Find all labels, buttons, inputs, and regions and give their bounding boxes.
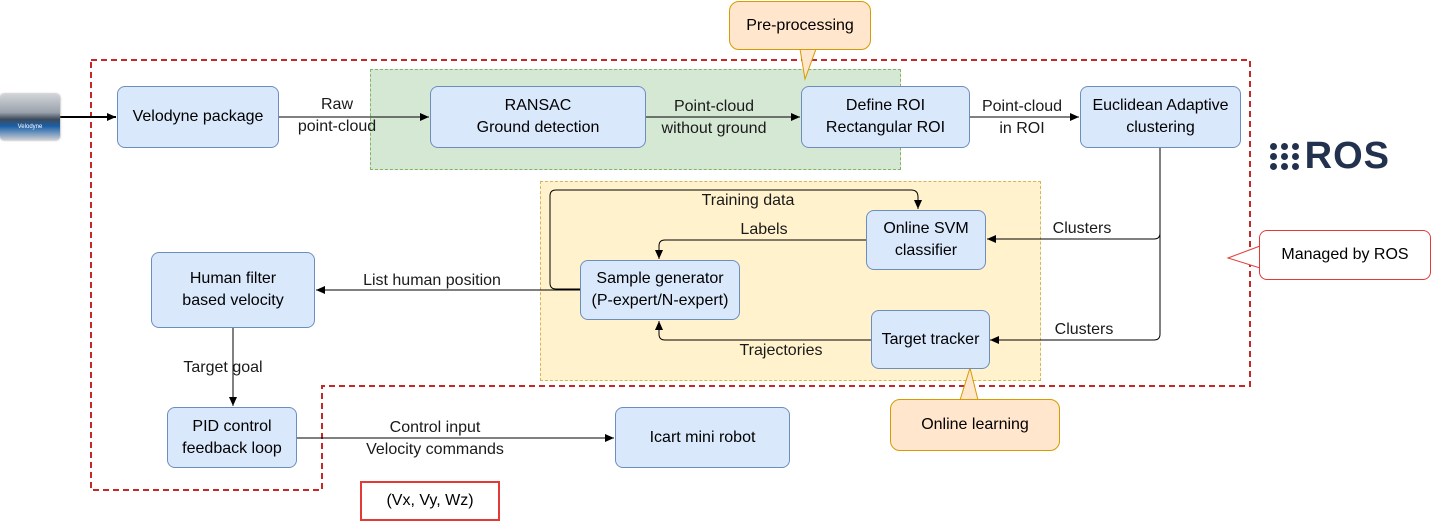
pid-control-node: PID control feedback loop [167, 407, 297, 468]
ros-managed-boundary [90, 59, 1251, 491]
labels-label: Labels [740, 221, 788, 238]
clusters-svm-label: Clusters [1052, 220, 1112, 237]
euclidean-clustering-node: Euclidean Adaptive clustering [1080, 86, 1241, 148]
edge-euclidean-tracker [990, 233, 1161, 344]
preprocessing-callout-tail [799, 48, 817, 81]
trajectories-label: Trajectories [739, 342, 823, 359]
ros-logo-text: ROS [1304, 134, 1390, 177]
online-learning-callout-label: Online learning [921, 416, 1029, 433]
online-svm-node: Online SVM classifier [866, 210, 986, 270]
control-input-label: Control input Velocity commands [366, 419, 504, 458]
preprocessing-callout: Pre-processing [729, 1, 871, 50]
human-filter-node: Human filter based velocity [151, 252, 315, 328]
training-data-label: Training data [701, 192, 795, 209]
edge-trajectories [655, 321, 871, 341]
preprocessing-callout-label: Pre-processing [746, 16, 854, 34]
ros-logo: ROS [1270, 134, 1390, 177]
sample-generator-node: Sample generator (P-expert/N-expert) [580, 260, 740, 320]
edge-labels [655, 239, 866, 259]
managed-by-ros-callout-tail [1226, 245, 1261, 269]
managed-by-ros-callout: Managed by ROS [1259, 230, 1431, 280]
raw-pointcloud-label: Raw point-cloud [297, 96, 377, 135]
pointcloud-in-roi-label: Point-cloud in ROI [981, 98, 1063, 137]
velocity-box-label: (Vx, Vy, Wz) [386, 492, 474, 509]
pointcloud-without-ground-label: Point-cloud without ground [661, 98, 767, 137]
velodyne-lidar-brand: Velodyne [17, 124, 43, 130]
define-roi-node: Define ROI Rectangular ROI [801, 86, 970, 148]
online-learning-callout-tail [959, 366, 979, 401]
velodyne-package-node: Velodyne package [117, 86, 279, 148]
ransac-node: RANSAC Ground detection [430, 86, 646, 148]
velocity-box: (Vx, Vy, Wz) [360, 481, 500, 521]
icart-robot-node: Icart mini robot [615, 407, 790, 468]
target-goal-label: Target goal [183, 359, 263, 376]
clusters-tracker-label: Clusters [1054, 321, 1114, 338]
ros-logo-dots-icon [1270, 140, 1299, 172]
online-learning-callout: Online learning [890, 399, 1060, 451]
target-tracker-node: Target tracker [871, 310, 990, 369]
managed-by-ros-label: Managed by ROS [1281, 246, 1409, 263]
edge-training-data [549, 189, 922, 290]
velodyne-lidar-icon: Velodyne [0, 94, 60, 140]
list-human-position-label: List human position [363, 272, 501, 289]
